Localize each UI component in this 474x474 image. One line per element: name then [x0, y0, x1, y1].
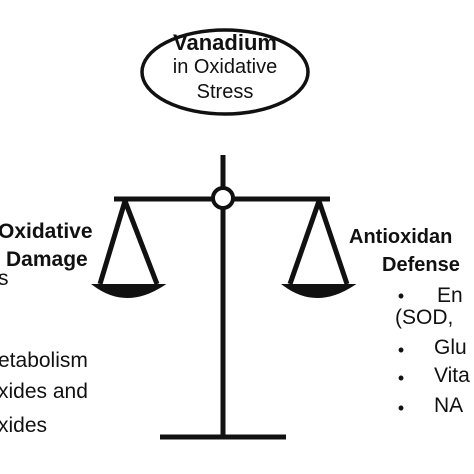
scale-pivot [211, 186, 235, 210]
right-item-3: Glu [434, 336, 467, 359]
right-pan [280, 200, 357, 298]
left-heading-line1: Oxidative [0, 220, 93, 243]
right-heading-line2: Defense [382, 254, 460, 276]
right-item-5: NA [434, 394, 464, 417]
oval-line3: Stress [196, 81, 254, 103]
oval-title: Vanadium [173, 30, 277, 55]
oval-line2: in Oxidative [172, 56, 278, 78]
bullet-dot-icon: • [397, 340, 405, 360]
left-item-4: xides [0, 414, 48, 437]
right-heading-line1: Antioxidan [349, 226, 453, 248]
left-pan [90, 200, 167, 298]
left-item-3: xides and [0, 380, 88, 403]
bullet-dot-icon: • [397, 398, 405, 418]
oval-label: Vanadium in Oxidative Stress [150, 30, 300, 105]
right-item-1: En [437, 284, 463, 307]
bullet-dot-icon: • [397, 286, 405, 306]
right-item-4: Vita [434, 364, 470, 387]
bullet-dot-icon: • [397, 368, 405, 388]
title-oval [140, 28, 310, 116]
left-item-2: etabolism [0, 349, 88, 372]
right-item-2: (SOD, [395, 306, 454, 329]
left-heading-line2: Damage [6, 248, 88, 271]
left-item-1: s [0, 267, 9, 290]
